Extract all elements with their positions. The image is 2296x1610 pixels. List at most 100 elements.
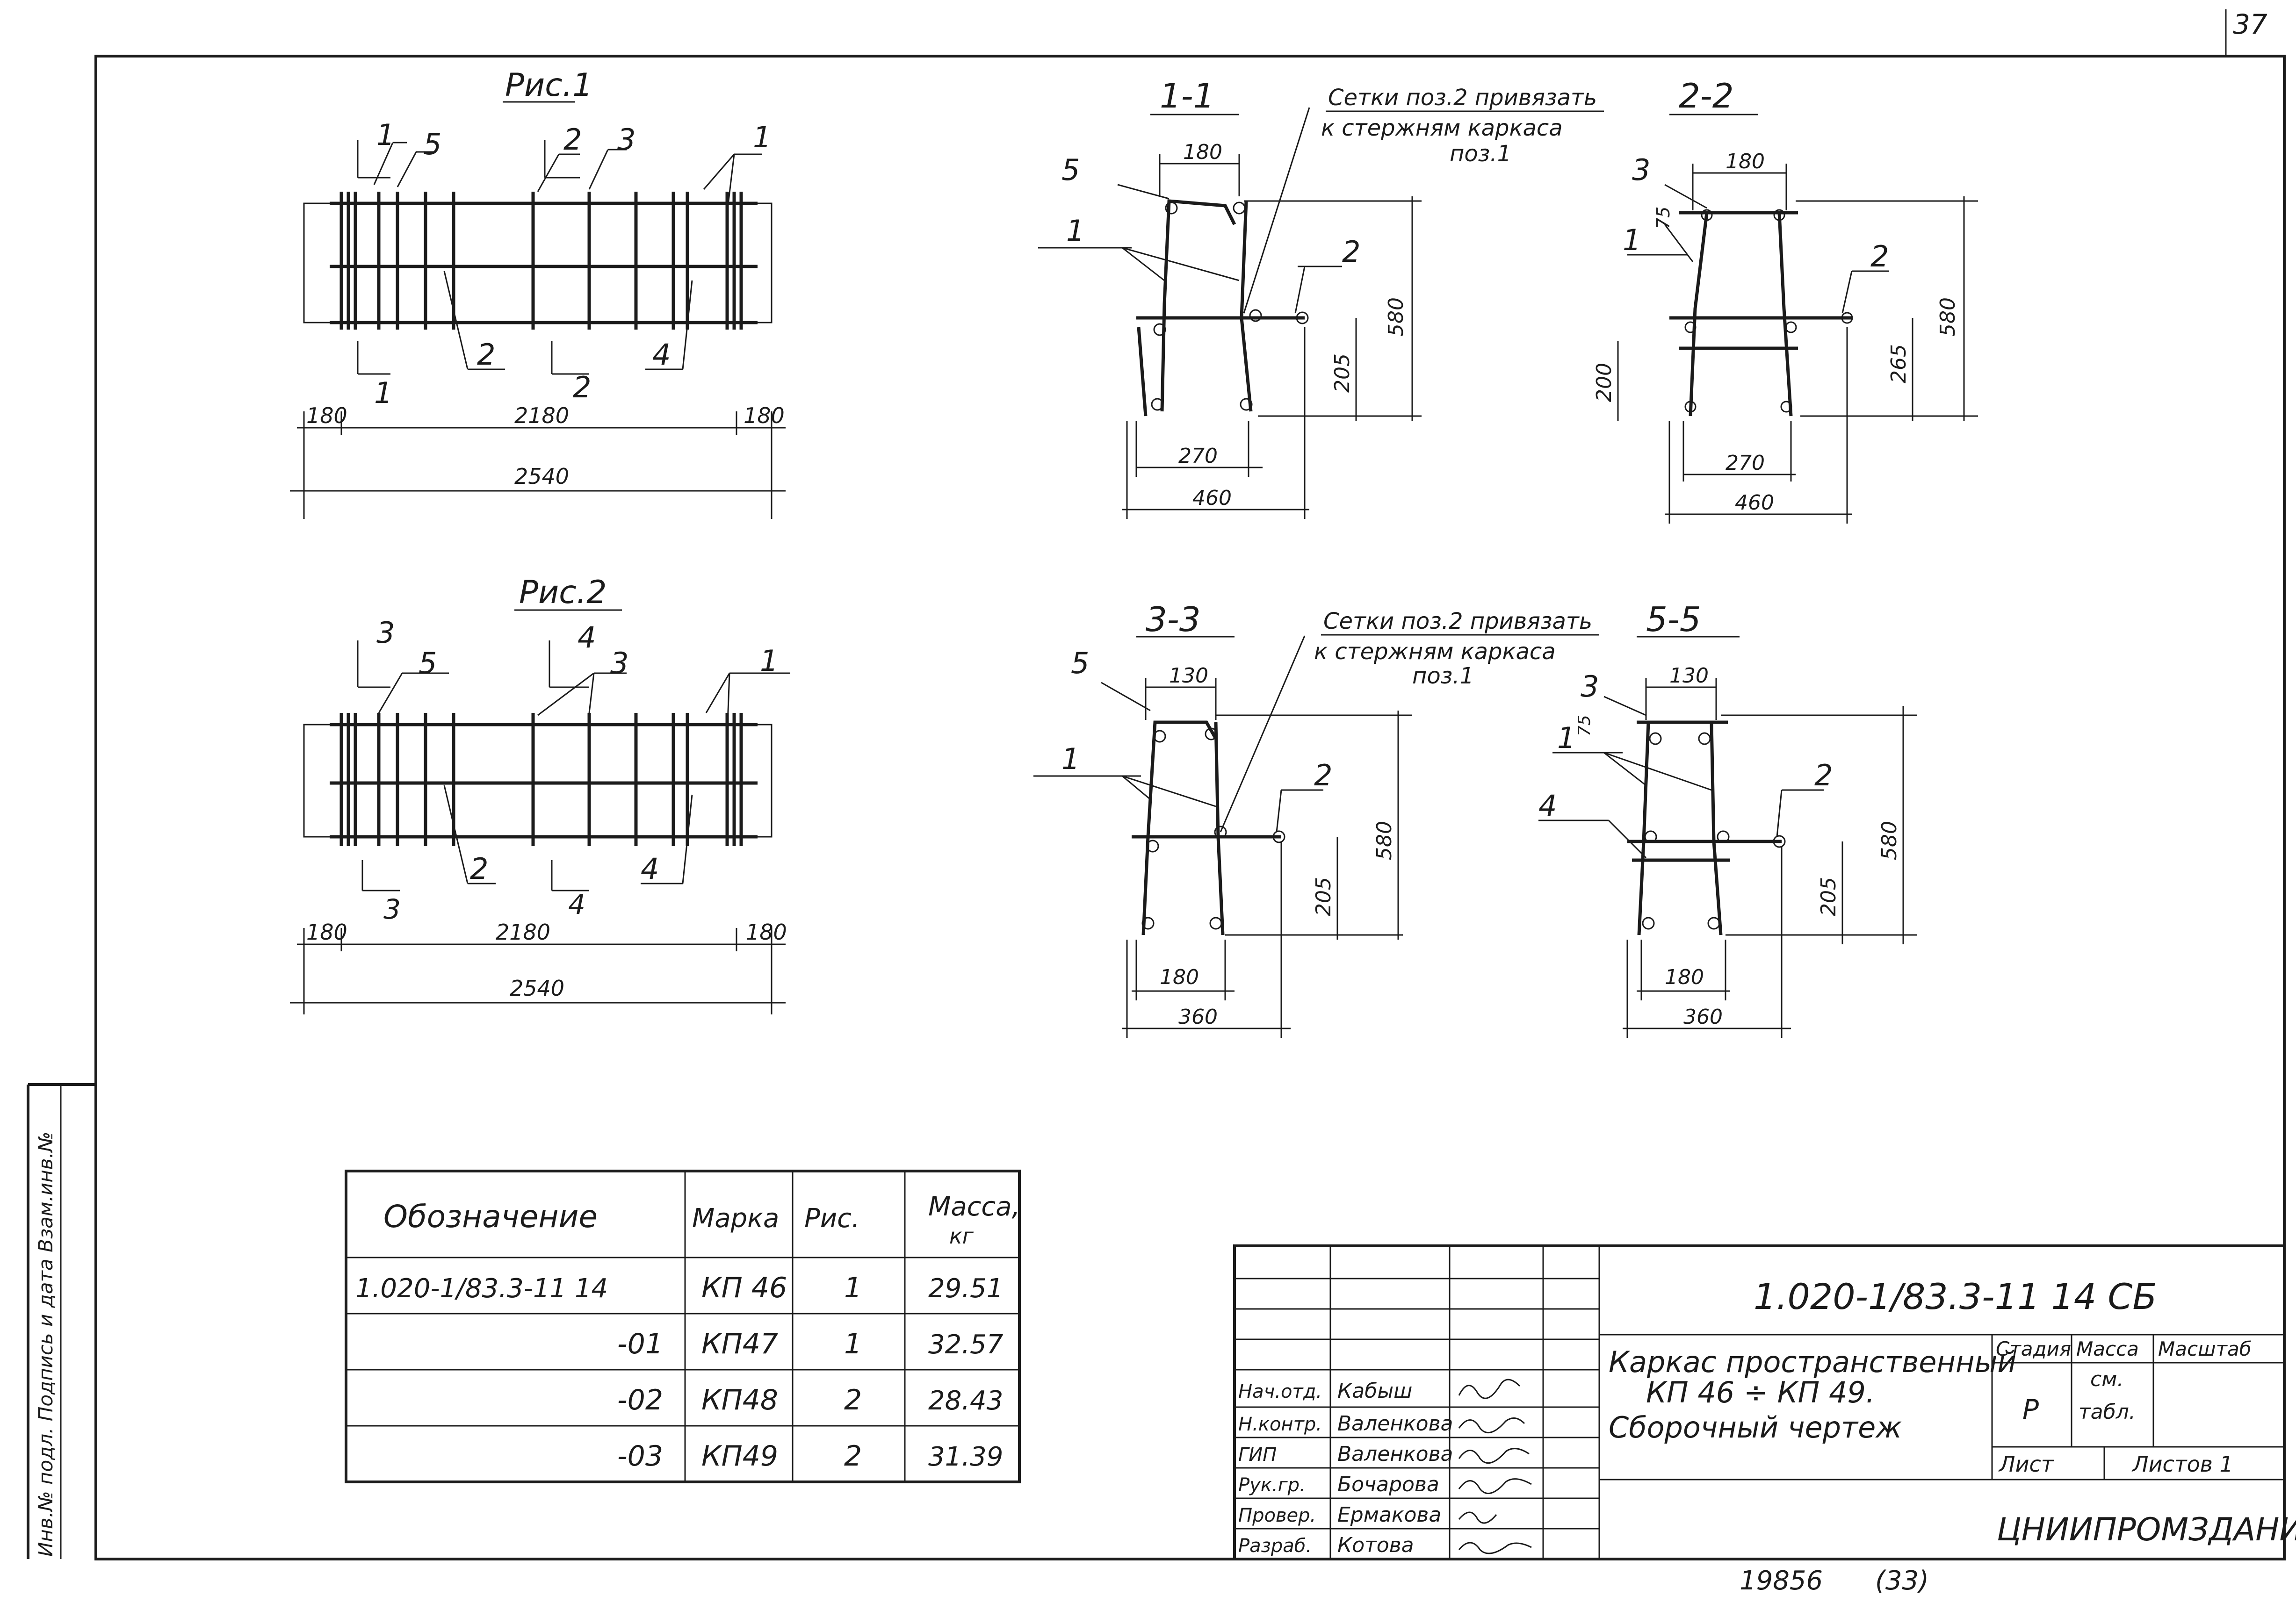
spec-table: Обозначение Марка Рис. Масса, кг 1.020-1… xyxy=(345,1170,1021,1483)
fig2-outline xyxy=(303,724,773,838)
sec11-pos-2: 2 xyxy=(1342,235,1360,269)
note2-line1: Сетки поз.2 привязать xyxy=(1323,608,1592,634)
sec33-dim-inner: 180 xyxy=(1160,965,1199,989)
doc-code: 1.020-1/83.3-11 14 СБ xyxy=(1754,1276,2157,1317)
sec33-pos-2: 2 xyxy=(1314,758,1332,792)
sec55-pos-4: 4 xyxy=(1538,789,1557,823)
row1-mass: 29.51 xyxy=(928,1273,1003,1304)
note1-line1: Сетки поз.2 привязать xyxy=(1328,85,1597,111)
staff-name: Валенкова xyxy=(1337,1442,1453,1466)
fig2-section-mark-4a: 4 xyxy=(578,620,596,654)
row1-fig: 1 xyxy=(844,1272,862,1304)
row3-mass: 28.43 xyxy=(928,1386,1003,1416)
note1-line2: к стержням каркаса xyxy=(1321,115,1563,141)
mass-value-line2: табл. xyxy=(2079,1400,2136,1424)
staff-role: Рук.гр. xyxy=(1238,1474,1306,1496)
staff-name: Бочарова xyxy=(1337,1473,1439,1496)
figure-2: Рис.2 3 4 5 3 1 xyxy=(290,574,790,1014)
table-row: 1.020-1/83.3-11 14 КП 46 1 29.51 xyxy=(355,1272,1003,1304)
staff-name: Ермакова xyxy=(1337,1503,1441,1527)
sec33-cage xyxy=(1141,720,1225,935)
sec22-dim-left: 200 xyxy=(1592,363,1616,402)
sec22-dim-total: 460 xyxy=(1735,491,1774,515)
sec11-dim-inner: 270 xyxy=(1178,444,1218,468)
table-header-mass-line1: Масса, xyxy=(928,1192,1020,1222)
fig2-pos-bottom-2: 2 xyxy=(470,852,488,886)
sec33-pos-1: 1 xyxy=(1061,742,1080,776)
sec22-pos-2: 2 xyxy=(1870,239,1889,273)
staff-role: Н.контр. xyxy=(1238,1414,1322,1435)
sec33-dim-height: 580 xyxy=(1372,821,1396,860)
sheet-label: Лист xyxy=(1998,1452,2054,1477)
fig1-outline xyxy=(303,202,773,323)
mass-label: Масса xyxy=(2076,1337,2139,1360)
fig1-pos-top-3: 3 xyxy=(617,122,635,157)
fig2-section-mark-4b: 4 xyxy=(568,889,585,920)
note2-line2: к стержням каркаса xyxy=(1314,639,1556,665)
staff-role: Разраб. xyxy=(1238,1535,1312,1557)
sec55-dim-inner: 180 xyxy=(1665,965,1704,989)
section-2-2: 2-2 3 75 1 2 180 580 265 200 270 460 xyxy=(1592,76,1978,524)
sec55-dim-small: 75 xyxy=(1575,715,1594,736)
description-line1: Каркас пространственный xyxy=(1609,1345,2016,1379)
section-5-5: 5-5 3 75 1 4 2 130 580 205 180 360 xyxy=(1538,600,1917,1038)
sec33-pos-5: 5 xyxy=(1071,646,1089,680)
sec22-dim-lower: 265 xyxy=(1887,344,1911,383)
fig1-dim-total: 2540 xyxy=(514,464,569,489)
table-row: -03 КП49 2 31.39 xyxy=(617,1440,1003,1473)
sec22-dim-height: 580 xyxy=(1936,297,1960,337)
sec22-pos-1: 1 xyxy=(1623,223,1641,257)
fig1-pos-top-5: 5 xyxy=(423,127,441,161)
sec11-title: 1-1 xyxy=(1160,76,1215,115)
fig2-stirrups xyxy=(339,713,743,846)
table-row: -01 КП47 1 32.57 xyxy=(617,1328,1004,1360)
side-stamp: Инв.№ подл. Подпись и дата Взам.инв.№ xyxy=(34,1132,57,1557)
note1-line3: поз.1 xyxy=(1450,141,1511,167)
fig2-pos-bottom-4: 4 xyxy=(641,852,659,886)
table-header-mark: Марка xyxy=(692,1203,779,1234)
fig1-dim-right: 180 xyxy=(744,403,785,428)
fig2-pos-top-1: 1 xyxy=(760,644,778,678)
note-1: Сетки поз.2 привязать к стержням каркаса… xyxy=(1321,85,1604,167)
drawing-frame xyxy=(94,55,2286,1560)
sec55-pos-2: 2 xyxy=(1814,758,1833,792)
sec55-dim-lower: 205 xyxy=(1817,877,1841,916)
sec22-pos-3: 3 xyxy=(1632,153,1650,187)
signatures xyxy=(1458,1379,1532,1554)
fig2-title: Рис.2 xyxy=(519,574,606,611)
fig2-dim-middle: 2180 xyxy=(496,920,550,945)
sec55-title: 5-5 xyxy=(1646,600,1701,639)
fig1-title: Рис.1 xyxy=(505,67,592,104)
fig1-dim-left: 180 xyxy=(306,403,347,428)
section-3-3: 3-3 5 1 2 130 580 205 180 360 xyxy=(1033,600,1412,1038)
fig2-dim-total: 2540 xyxy=(510,976,564,1001)
sec11-pos-5: 5 xyxy=(1061,153,1080,187)
sec22-dim-small: 75 xyxy=(1653,207,1674,229)
sec55-cage xyxy=(1637,722,1723,935)
row2-mass: 32.57 xyxy=(928,1330,1004,1360)
row3-designation: -02 xyxy=(617,1384,663,1416)
staff-name: Кабыш xyxy=(1337,1379,1412,1403)
row4-designation: -03 xyxy=(617,1440,663,1473)
row2-designation: -01 xyxy=(617,1328,663,1360)
note2-line3: поз.1 xyxy=(1412,663,1474,689)
bottom-number-left: 19856 xyxy=(1740,1566,1823,1596)
fig2-dim-left: 180 xyxy=(306,920,347,945)
organization: ЦНИИПРОМЗДАНИЙ xyxy=(1997,1511,2296,1548)
sec55-pos-3: 3 xyxy=(1581,669,1599,704)
sec55-pos-1: 1 xyxy=(1557,721,1575,755)
sec11-cage xyxy=(1160,199,1253,412)
sec11-dim-height: 580 xyxy=(1384,297,1408,337)
staff-role: Нач.отд. xyxy=(1238,1381,1322,1402)
sec33-dim-lower: 205 xyxy=(1312,877,1336,916)
title-block: 1.020-1/83.3-11 14 СБ Каркас пространств… xyxy=(1233,1244,2296,1560)
staff-role: Провер. xyxy=(1238,1505,1316,1526)
fig2-dim-right: 180 xyxy=(746,920,787,945)
fig2-section-mark-3a: 3 xyxy=(376,616,395,650)
description-line2: КП 46 ÷ КП 49. xyxy=(1646,1375,1875,1409)
sheets-label: Листов 1 xyxy=(2131,1452,2233,1477)
fig1-pos-top-2: 2 xyxy=(563,122,582,157)
fig1-pos-bottom-4: 4 xyxy=(652,338,671,372)
mass-value-line1: см. xyxy=(2090,1367,2123,1391)
